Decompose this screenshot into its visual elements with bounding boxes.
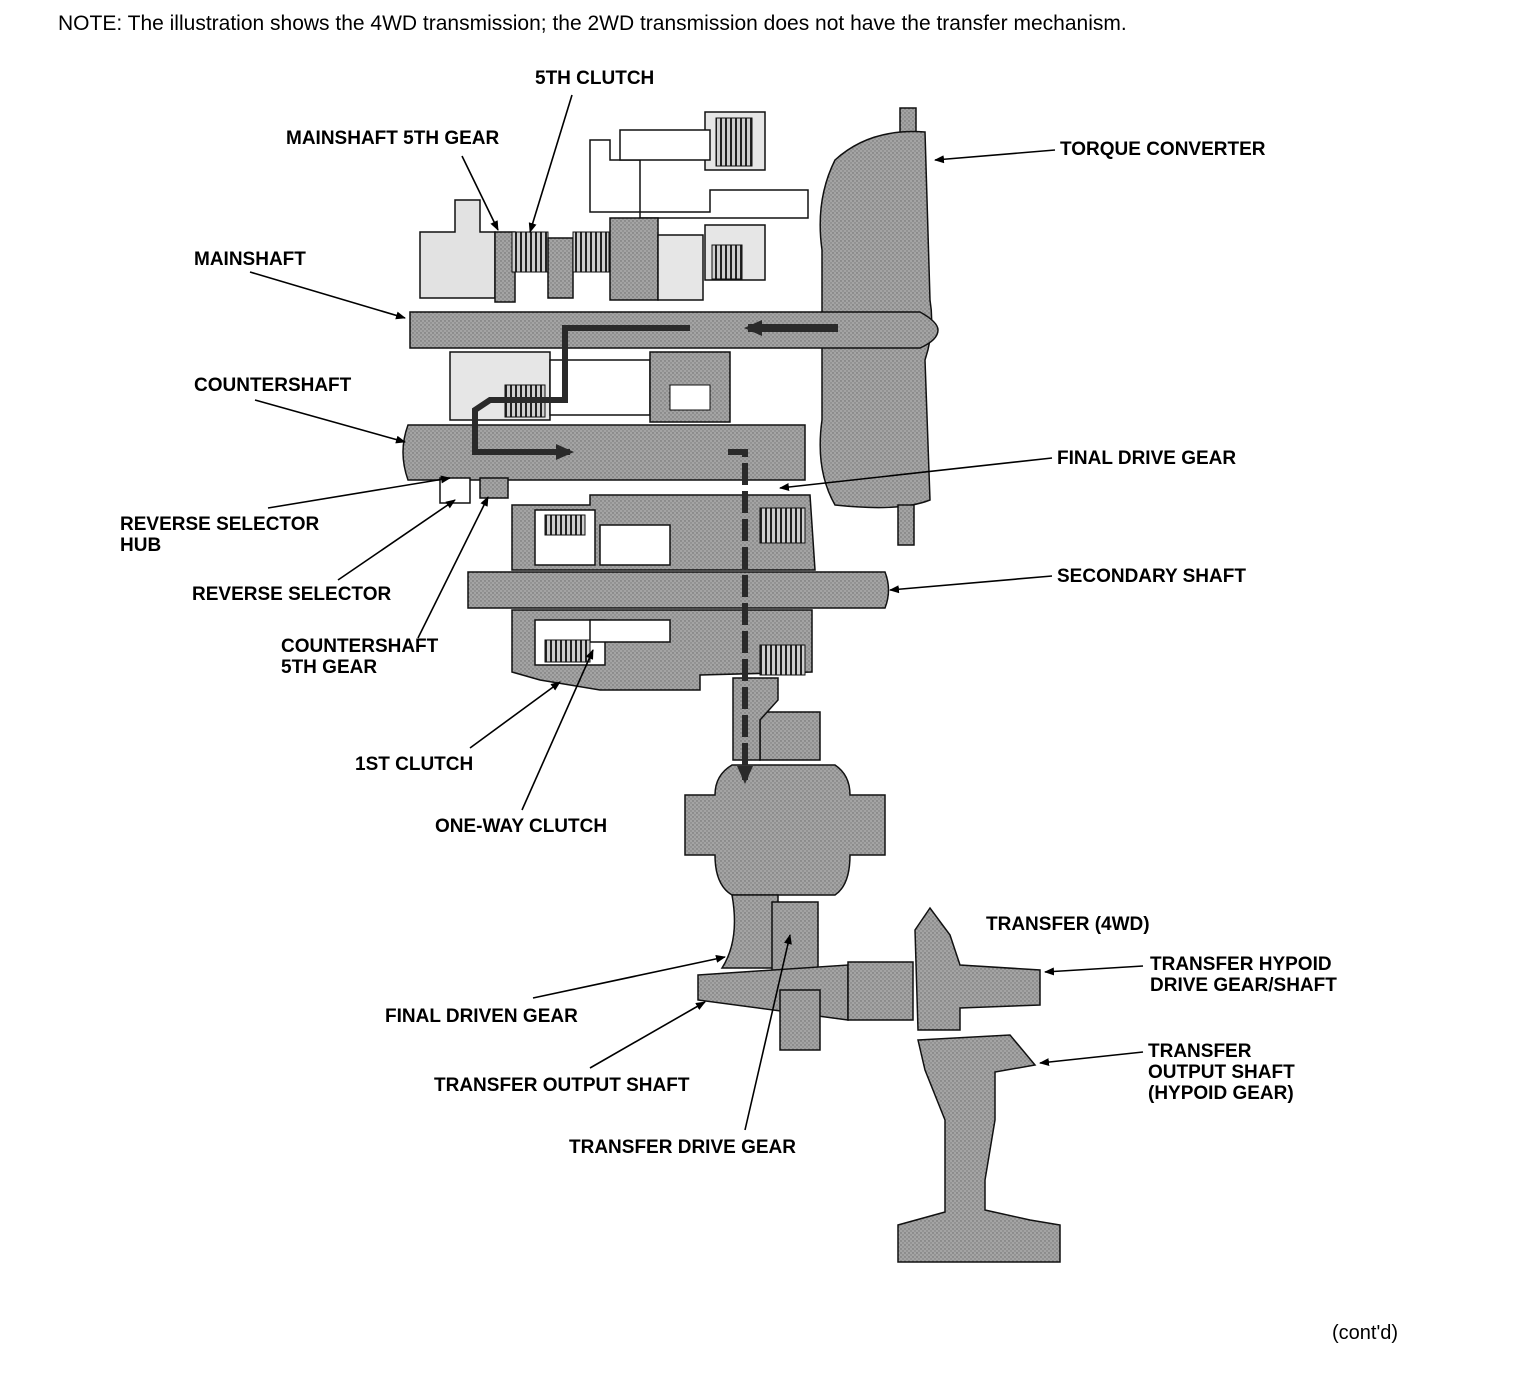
label-reverse-selector: REVERSE SELECTOR <box>192 584 392 605</box>
label-transfer-output-shaft: TRANSFER OUTPUT SHAFT <box>434 1075 690 1096</box>
label-transfer-hypoid-drive-gear-shaft: TRANSFER HYPOID DRIVE GEAR/SHAFT <box>1150 954 1337 996</box>
label-transfer-output-shaft-hypoid: TRANSFER OUTPUT SHAFT (HYPOID GEAR) <box>1148 1041 1295 1104</box>
label-mainshaft: MAINSHAFT <box>194 249 306 270</box>
continued-footer: (cont'd) <box>1332 1322 1399 1344</box>
label-mainshaft-5th-gear: MAINSHAFT 5TH GEAR <box>286 128 500 149</box>
label-transfer-4wd: TRANSFER (4WD) <box>986 914 1150 935</box>
label-secondary-shaft: SECONDARY SHAFT <box>1057 566 1246 587</box>
label-final-driven-gear: FINAL DRIVEN GEAR <box>385 1006 578 1027</box>
label-reverse-selector-hub: REVERSE SELECTOR HUB <box>120 514 320 556</box>
leader-lines <box>249 94 1144 1131</box>
label-countershaft-5th-gear: COUNTERSHAFT 5TH GEAR <box>281 636 439 678</box>
power-flow-path <box>472 320 838 784</box>
differential-assembly <box>684 677 886 973</box>
label-torque-converter: TORQUE CONVERTER <box>1060 139 1266 160</box>
label-final-drive-gear: FINAL DRIVE GEAR <box>1057 448 1237 469</box>
secondary-shaft-assembly <box>467 494 890 691</box>
label-5th-clutch: 5TH CLUTCH <box>535 68 655 89</box>
label-1st-clutch: 1ST CLUTCH <box>355 754 474 775</box>
mainshaft-assembly <box>409 111 939 349</box>
note-text: NOTE: The illustration shows the 4WD tra… <box>58 12 1127 35</box>
label-countershaft: COUNTERSHAFT <box>194 375 352 396</box>
label-one-way-clutch: ONE-WAY CLUTCH <box>435 816 608 837</box>
transfer-assembly <box>697 906 1061 1263</box>
label-transfer-drive-gear: TRANSFER DRIVE GEAR <box>569 1137 796 1158</box>
